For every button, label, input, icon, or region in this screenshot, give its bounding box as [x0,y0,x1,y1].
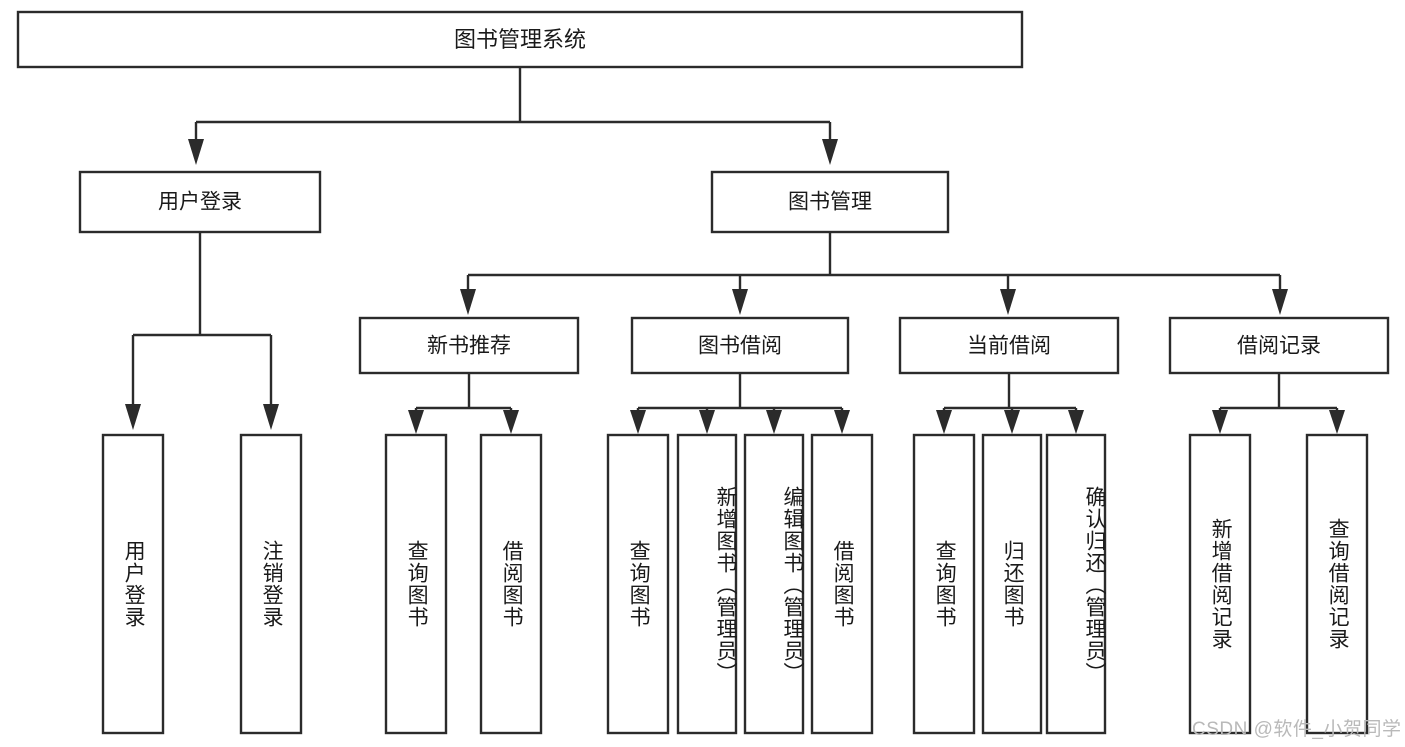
leaf-box-user-login[interactable] [101,433,165,735]
leaf-box-query-book-2[interactable] [606,433,670,735]
leaf-box-add-borrow-record[interactable] [1188,433,1252,735]
arrow-head-icon [1212,410,1228,434]
arrow-head-icon [732,289,748,315]
watermark-text: CSDN @软件_小贺同学 [1192,719,1402,740]
node-new-book-recommend-label: 新书推荐 [427,335,511,358]
connector-new-book-recommend-to-leaves [408,373,519,434]
arrow-head-icon [408,410,424,434]
leaf-box-edit-book-admin[interactable] [743,433,805,735]
connector-borrow-record-to-leaves [1212,373,1345,434]
node-book-management-label: 图书管理 [788,191,872,214]
node-borrow-record-label: 借阅记录 [1237,335,1321,358]
arrow-head-icon [834,410,850,434]
arrow-head-icon [822,139,838,165]
arrow-head-icon [503,410,519,434]
arrow-head-icon [188,139,204,165]
node-root-label: 图书管理系统 [454,27,586,52]
node-borrow-record[interactable]: 借阅记录 [1168,316,1390,375]
leaf-box-return-book[interactable] [981,433,1043,735]
node-root[interactable]: 图书管理系统 [16,10,1024,69]
arrow-head-icon [460,289,476,315]
leaf-box-confirm-return-admin[interactable] [1045,433,1107,735]
leaf-box-add-book-admin[interactable] [676,433,738,735]
leaf-box-query-book-3[interactable] [912,433,976,735]
node-book-management[interactable]: 图书管理 [710,170,950,234]
leaf-box-query-borrow-record[interactable] [1305,433,1369,735]
node-user-login-label: 用户登录 [158,191,242,214]
arrow-head-icon [936,410,952,434]
node-current-borrow-box[interactable] [898,316,1120,375]
connector-root-to-level2 [188,67,838,165]
node-root-box[interactable] [16,10,1024,69]
arrow-head-icon [263,404,279,430]
node-user-login[interactable]: 用户登录 [78,170,322,234]
arrow-head-icon [125,404,141,430]
node-new-book-recommend[interactable]: 新书推荐 [358,316,580,375]
connector-book-borrow-to-leaves [630,373,850,434]
node-user-login-box[interactable] [78,170,322,234]
node-new-book-recommend-box[interactable] [358,316,580,375]
connector-book-management-to-level3 [460,232,1288,315]
arrow-head-icon [630,410,646,434]
node-current-borrow[interactable]: 当前借阅 [898,316,1120,375]
arrow-head-icon [1004,410,1020,434]
node-book-borrow[interactable]: 图书借阅 [630,316,850,375]
node-current-borrow-label: 当前借阅 [967,335,1051,358]
connector-current-borrow-to-leaves [936,373,1084,434]
connector-user-login-to-leaves [125,232,279,430]
arrow-head-icon [1068,410,1084,434]
arrow-head-icon [1272,289,1288,315]
arrow-head-icon [1000,289,1016,315]
arrow-head-icon [1329,410,1345,434]
leaf-box-borrow-book-2[interactable] [810,433,874,735]
leaf-box-logout[interactable] [239,433,303,735]
arrow-head-icon [699,410,715,434]
arrow-head-icon [766,410,782,434]
leaf-box-borrow-book-1[interactable] [479,433,543,735]
leaf-box-query-book-1[interactable] [384,433,448,735]
node-book-borrow-label: 图书借阅 [698,335,782,358]
